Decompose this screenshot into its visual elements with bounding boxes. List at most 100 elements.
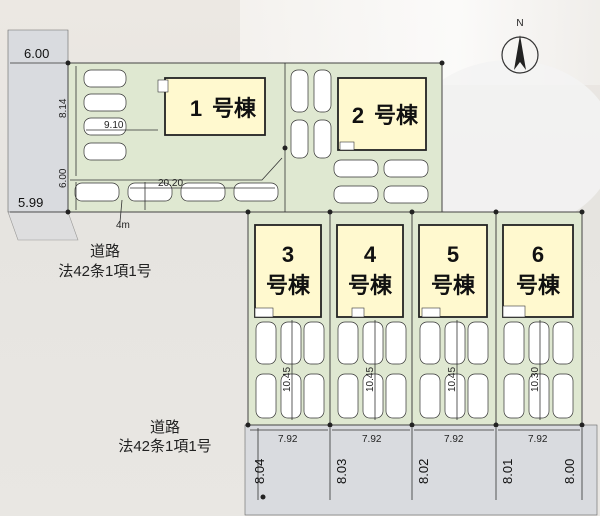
- marker: [65, 209, 71, 215]
- equipment-box: [157, 79, 169, 93]
- house-2-name: 号棟: [374, 103, 419, 128]
- west-road-label: 道路: [90, 243, 120, 260]
- car: [333, 159, 379, 178]
- west-road-lower: [7, 211, 79, 241]
- house-4-number: 4: [364, 242, 377, 267]
- car: [337, 373, 359, 419]
- marker: [409, 422, 415, 428]
- house-6-building: [502, 224, 574, 318]
- marker: [439, 60, 445, 66]
- dim-lot4-depth: 10.45: [365, 367, 376, 392]
- car: [233, 182, 279, 202]
- car: [303, 373, 325, 419]
- car: [280, 321, 302, 365]
- dim-lot1-width: 9.10: [104, 120, 124, 131]
- marker: [579, 209, 585, 215]
- house-1-name: 号棟: [212, 96, 257, 121]
- car: [337, 321, 359, 365]
- car: [313, 69, 332, 113]
- car: [503, 321, 525, 365]
- dim-driveway-min: 4m: [116, 220, 130, 231]
- car: [444, 321, 466, 365]
- marker: [493, 422, 499, 428]
- marker: [245, 209, 251, 215]
- car: [83, 117, 127, 136]
- dim-top-road: 6.00: [24, 46, 49, 61]
- marker: [493, 209, 499, 215]
- parking-lot-2: [290, 69, 429, 204]
- car: [83, 69, 127, 88]
- house-5-building: [418, 224, 488, 318]
- house-5-number: 5: [447, 242, 459, 267]
- car: [467, 373, 489, 419]
- car: [503, 373, 525, 419]
- marker: [579, 422, 585, 428]
- equipment-box: [351, 307, 365, 318]
- north-compass: N: [501, 18, 539, 74]
- car: [419, 321, 441, 365]
- car: [467, 321, 489, 365]
- car: [290, 69, 309, 113]
- car: [552, 321, 574, 365]
- dim-lot4-width: 7.92: [362, 434, 382, 445]
- dimension-lines: [10, 62, 583, 500]
- south-road: [244, 424, 598, 516]
- marker: [327, 209, 333, 215]
- car: [303, 321, 325, 365]
- car: [290, 119, 309, 159]
- house-3-building: [254, 224, 322, 318]
- south-road-label: 道路: [150, 419, 180, 436]
- car: [313, 119, 332, 159]
- car: [83, 93, 127, 112]
- house-3-number: 3: [282, 242, 294, 267]
- dim-lot6-width: 7.92: [528, 434, 548, 445]
- house-4-name: 号棟: [348, 273, 393, 298]
- dim-south-road-1: 8.04: [252, 459, 267, 484]
- house-3-name: 号棟: [266, 273, 311, 298]
- parking-lot-1: [74, 69, 279, 202]
- car: [362, 321, 384, 365]
- house-2-number: 2: [352, 103, 364, 128]
- car: [528, 321, 550, 365]
- dim-driveway-length: 20.20: [158, 178, 183, 189]
- car: [180, 182, 226, 202]
- car: [552, 373, 574, 419]
- marker: [65, 60, 71, 66]
- equipment-box: [502, 305, 526, 318]
- compass-needle-icon: [514, 35, 526, 70]
- car: [255, 373, 277, 419]
- west-road-class: 法42条1項1号: [58, 263, 151, 280]
- car: [83, 142, 127, 161]
- equipment-box: [421, 307, 441, 318]
- house-4-building: [336, 224, 404, 318]
- marker: [282, 145, 288, 151]
- dim-south-road-2: 8.03: [334, 459, 349, 484]
- car: [444, 373, 466, 419]
- marker: [409, 209, 415, 215]
- dim-lot6-depth: 10.30: [530, 367, 541, 392]
- dim-south-road-3: 8.02: [416, 459, 431, 484]
- house-6-name: 号棟: [516, 273, 561, 298]
- car: [385, 373, 407, 419]
- house-1-building: [164, 77, 266, 136]
- equipment-box: [339, 141, 355, 151]
- car: [419, 373, 441, 419]
- car: [385, 321, 407, 365]
- house-1-number: 1: [190, 96, 202, 121]
- south-road-class: 法42条1項1号: [118, 438, 211, 455]
- dim-bottom-road: 5.99: [18, 195, 43, 210]
- dim-south-road-5: 8.00: [562, 459, 577, 484]
- marker: [245, 422, 251, 428]
- boundary-markers: [65, 60, 585, 500]
- dim-lot3-width: 7.92: [278, 434, 298, 445]
- car: [383, 185, 429, 204]
- car: [127, 182, 173, 202]
- compass-label: N: [516, 18, 523, 29]
- dim-lot5-depth: 10.45: [447, 367, 458, 392]
- car: [333, 185, 379, 204]
- equipment-box: [254, 307, 274, 318]
- parking-lots-south: [255, 321, 574, 419]
- marker: [260, 494, 266, 500]
- marker: [327, 422, 333, 428]
- car: [74, 182, 120, 202]
